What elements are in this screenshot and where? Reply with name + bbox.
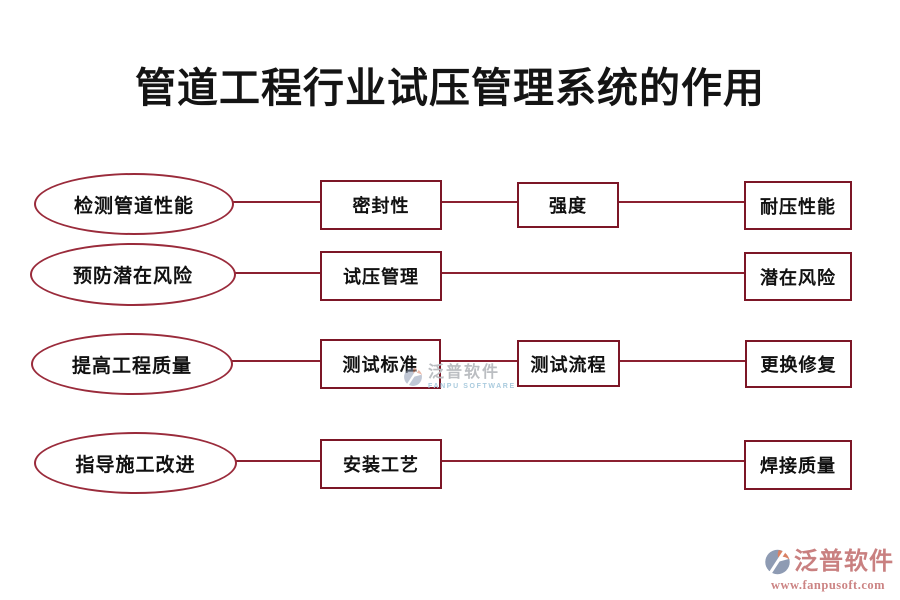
- watermark-subtitle: FANPU SOFTWARE: [428, 382, 516, 390]
- cause-ellipse-guide-construction: 指导施工改进: [34, 432, 237, 494]
- box-label: 安装工艺: [343, 455, 419, 475]
- connector-line: [615, 201, 744, 203]
- box-label: 测试流程: [530, 354, 607, 375]
- connector-line: [438, 460, 744, 462]
- footer-brand: 泛普软件: [794, 549, 894, 575]
- box-label: 更换修复: [760, 355, 837, 375]
- connector-line: [438, 272, 744, 274]
- connector-line: [232, 272, 320, 274]
- page-title: 管道工程行业试压管理系统的作用: [135, 65, 765, 111]
- node-box-welding-quality: 焊接质量: [744, 440, 852, 490]
- node-box-potential-risk: 潜在风险: [744, 252, 852, 301]
- watermark: 泛普软件 FANPU SOFTWARE: [402, 364, 516, 390]
- box-label: 焊接质量: [760, 456, 836, 476]
- ellipse-label: 预防潜在风险: [72, 266, 193, 287]
- fanpu-logo-icon: [402, 364, 424, 390]
- node-box-sealing: 密封性: [320, 180, 442, 230]
- box-label: 强度: [549, 196, 587, 216]
- box-label: 试压管理: [343, 267, 419, 287]
- ellipse-label: 提高工程质量: [71, 355, 192, 377]
- box-label: 密封性: [352, 196, 410, 216]
- watermark-brand: 泛普软件: [428, 363, 501, 381]
- connector-line: [437, 360, 517, 362]
- connector-line: [438, 201, 517, 203]
- connector-line: [616, 360, 745, 362]
- footer-logo: 泛普软件 www.fanpusoft.com: [763, 547, 894, 593]
- cause-ellipse-improve-quality: 提高工程质量: [31, 333, 233, 395]
- node-box-replace-repair: 更换修复: [745, 340, 852, 388]
- footer-url: www.fanpusoft.com: [771, 578, 886, 592]
- node-box-pressure-resistance: 耐压性能: [744, 181, 852, 230]
- box-label: 测试标准: [342, 355, 419, 375]
- node-box-pressure-test-management: 试压管理: [320, 251, 442, 301]
- connector-line: [229, 360, 320, 362]
- box-label: 耐压性能: [760, 196, 836, 217]
- connector-line: [230, 201, 320, 203]
- cause-ellipse-prevent-risk: 预防潜在风险: [30, 243, 236, 306]
- fanpu-logo-icon: [763, 547, 792, 577]
- ellipse-label: 指导施工改进: [75, 454, 196, 476]
- connector-line: [233, 460, 320, 462]
- node-box-test-process: 测试流程: [517, 340, 620, 387]
- cause-ellipse-detect-performance: 检测管道性能: [34, 173, 234, 235]
- box-label: 潜在风险: [760, 267, 836, 288]
- node-box-installation-craft: 安装工艺: [320, 439, 442, 489]
- ellipse-label: 检测管道性能: [73, 195, 194, 217]
- node-box-test-standard: 测试标准: [320, 339, 441, 389]
- node-box-strength: 强度: [517, 182, 619, 228]
